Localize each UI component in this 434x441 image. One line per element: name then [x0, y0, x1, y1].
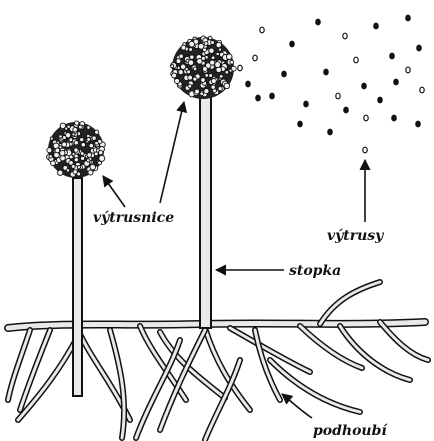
spore [406, 15, 410, 21]
spore [364, 115, 368, 121]
spore [253, 55, 257, 61]
spore [344, 107, 348, 113]
spore [260, 27, 264, 33]
sporangium-right [171, 36, 237, 99]
spore [304, 101, 308, 107]
spore [354, 57, 358, 63]
spore [363, 147, 367, 153]
spore [238, 65, 242, 71]
spore [298, 121, 302, 127]
spore [374, 23, 378, 29]
spore [390, 53, 394, 59]
sporangium-left [47, 121, 106, 178]
spore [316, 19, 320, 25]
label-mycelium: podhoubí [313, 423, 388, 439]
label-sporangia: výtrusnice [93, 209, 174, 226]
spore [417, 45, 421, 51]
spore [328, 129, 332, 135]
spore [256, 95, 260, 101]
spore [270, 93, 274, 99]
label-spores: výtrusy [327, 227, 384, 244]
spore [343, 33, 347, 39]
spore [282, 71, 286, 77]
spore [392, 115, 396, 121]
label-stalk: stopka [289, 263, 341, 279]
stalk-right [200, 92, 211, 328]
arrow-to-left-sporangium [103, 176, 125, 207]
mycelium [8, 282, 428, 440]
spore [416, 121, 420, 127]
spore [290, 41, 294, 47]
spores [238, 15, 424, 153]
spore [336, 93, 340, 99]
spore [406, 67, 410, 73]
spore [378, 97, 382, 103]
arrow-to-right-sporangium [160, 102, 184, 203]
stalk-left [73, 178, 82, 396]
spore [394, 79, 398, 85]
spore [420, 87, 424, 93]
spore [324, 69, 328, 75]
arrow-to-mycelium [282, 394, 312, 418]
spore [362, 83, 366, 89]
spore [246, 81, 250, 87]
